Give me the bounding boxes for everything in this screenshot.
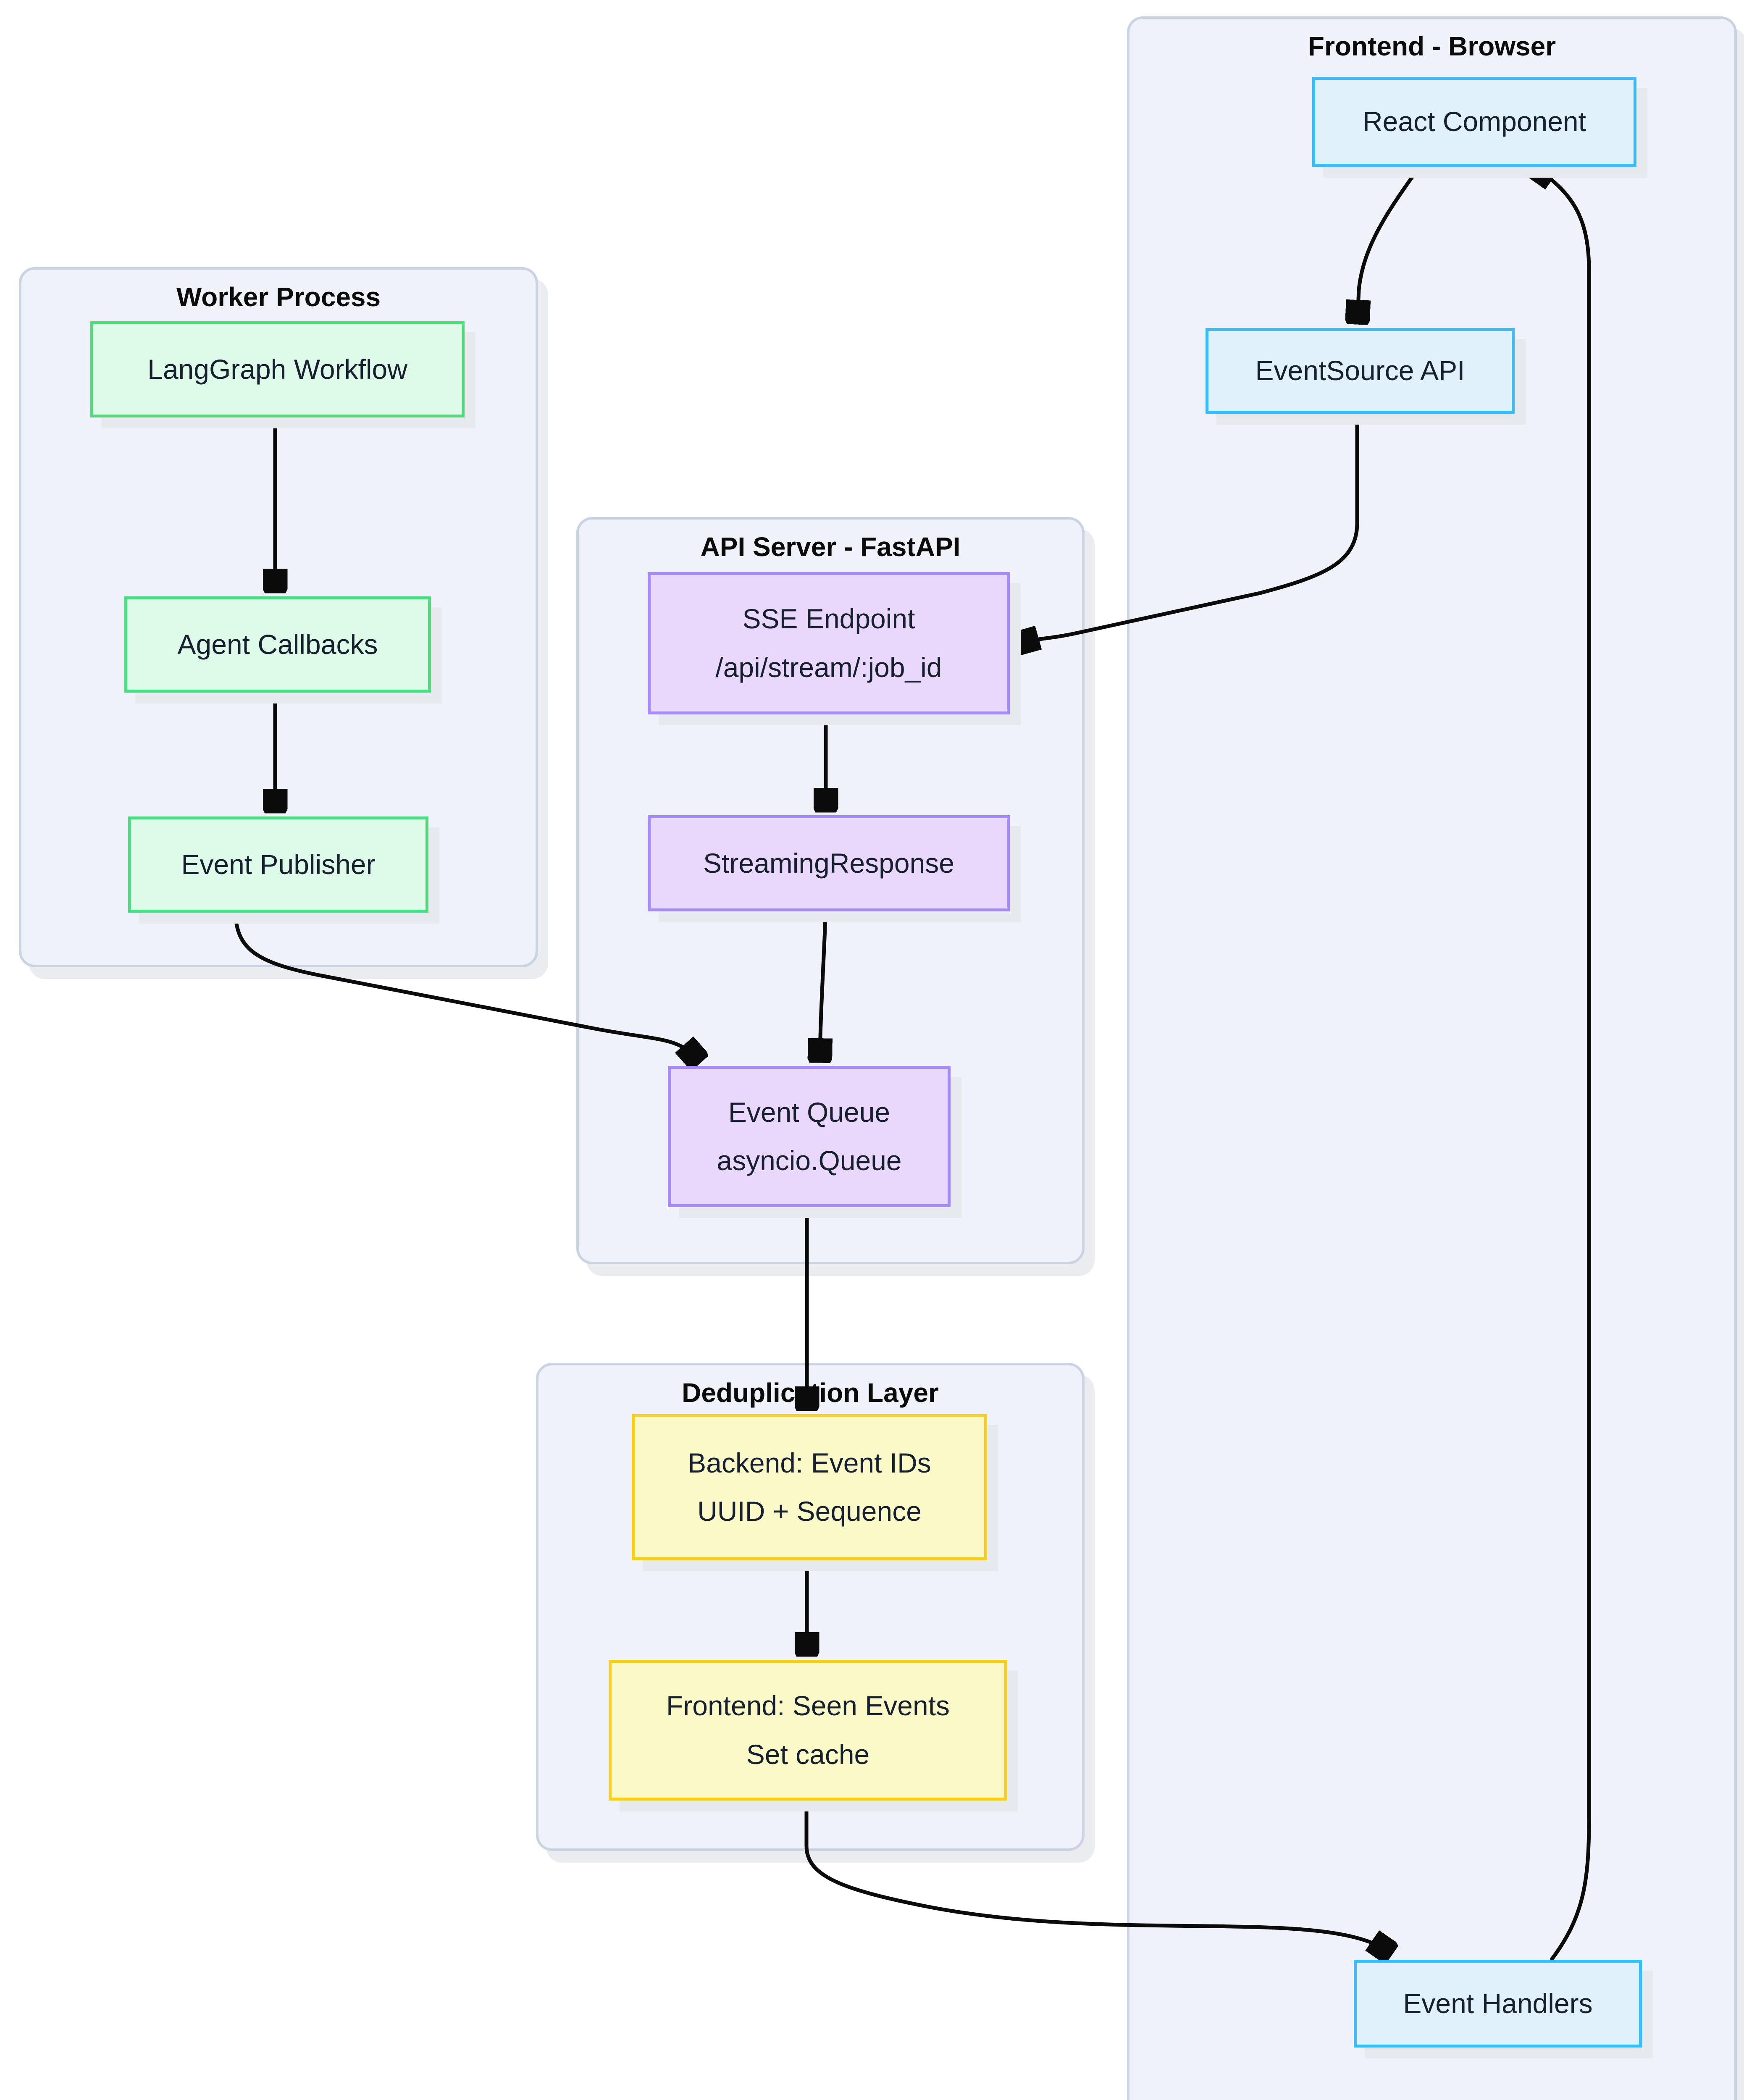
node-label: Event Publisher: [181, 848, 376, 880]
node-label: LangGraph Workflow: [147, 353, 407, 385]
node-langgraph-workflow: LangGraph Workflow: [90, 321, 465, 417]
node-label: StreamingResponse: [703, 847, 954, 879]
node-label-line-1: Backend: Event IDs: [688, 1447, 931, 1478]
node-event-queue: Event Queue asyncio.Queue: [668, 1066, 951, 1207]
node-event-handlers: Event Handlers: [1354, 1960, 1642, 2048]
node-label: EventSource API: [1255, 355, 1465, 386]
node-label: Event Handlers: [1403, 1987, 1593, 2019]
node-label: React Component: [1363, 106, 1586, 137]
node-streaming-response: StreamingResponse: [648, 815, 1010, 911]
edge-seen-events-to-handlers: [804, 1793, 1387, 1951]
node-label-line-2: /api/stream/:job_id: [715, 651, 942, 683]
edge-eventsource-to-sse: [1021, 406, 1359, 643]
node-label-line-2: Set cache: [746, 1738, 870, 1770]
node-label: Agent Callbacks: [177, 628, 378, 660]
container-title-frontend-browser: Frontend - Browser: [1308, 31, 1556, 61]
container-title-worker-process: Worker Process: [176, 282, 381, 312]
node-backend-event-ids: Backend: Event IDs UUID + Sequence: [632, 1414, 987, 1560]
node-sse-endpoint: SSE Endpoint /api/stream/:job_id: [648, 572, 1010, 714]
node-label-line-2: asyncio.Queue: [717, 1145, 902, 1176]
node-react-component: React Component: [1312, 77, 1636, 167]
edge-react-to-eventsource: [1358, 160, 1425, 318]
container-title-api-server-fastapi: API Server - FastAPI: [700, 532, 961, 562]
edge-publisher-to-queue: [233, 906, 696, 1058]
node-label-line-1: SSE Endpoint: [742, 603, 915, 634]
edge-streaming-to-queue: [820, 904, 826, 1057]
node-agent-callbacks: Agent Callbacks: [124, 596, 431, 693]
node-event-publisher: Event Publisher: [128, 816, 428, 913]
node-label-line-1: Frontend: Seen Events: [666, 1690, 950, 1721]
node-label-line-1: Event Queue: [728, 1096, 890, 1128]
edge-handlers-to-react: [1537, 169, 1591, 1961]
node-label-line-2: UUID + Sequence: [697, 1496, 922, 1527]
node-eventsource-api: EventSource API: [1206, 328, 1515, 414]
node-frontend-seen-events: Frontend: Seen Events Set cache: [609, 1660, 1007, 1801]
